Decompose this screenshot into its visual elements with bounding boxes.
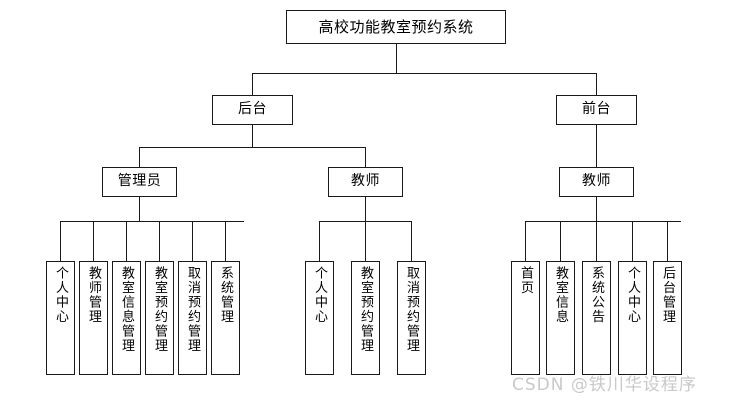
leaf-admin-4[interactable]: 取消预约管理 (178, 261, 207, 375)
leaf-admin-3-label: 教室预约管理 (152, 266, 167, 353)
leaf-teacher-frontend-2[interactable]: 系统公告 (582, 261, 611, 375)
connector-admin-drop-0 (60, 221, 61, 261)
connector-teacher-frontend-drop-2 (596, 221, 597, 261)
leaf-teacher-frontend-3[interactable]: 个人中心 (618, 261, 647, 375)
connector-backend-stem (252, 125, 253, 147)
leaf-teacher-backend-1[interactable]: 教室预约管理 (351, 261, 380, 375)
connector-level3-bus-backend (139, 147, 366, 148)
connector-admin-drop-4 (192, 221, 193, 261)
leaf-teacher-backend-0-label: 个人中心 (312, 266, 327, 324)
leaf-teacher-frontend-3-label: 个人中心 (625, 266, 640, 324)
node-teacher-backend[interactable]: 教师 (328, 167, 403, 197)
node-teacher-backend-label: 教师 (351, 173, 380, 190)
connector-teacher-backend-drop-0 (319, 221, 320, 261)
leaf-admin-1[interactable]: 教师管理 (79, 261, 108, 375)
connector-teacher-backend-drop-2 (411, 221, 412, 261)
leaf-teacher-backend-1-label: 教室预约管理 (358, 266, 373, 353)
node-root-label: 高校功能教室预约系统 (318, 17, 474, 36)
watermark: CSDN @铁川华设程序 (512, 375, 697, 395)
node-teacher-frontend-label: 教师 (582, 173, 611, 190)
leaf-admin-2-label: 教室信息管理 (119, 266, 134, 353)
leaf-teacher-backend-0[interactable]: 个人中心 (305, 261, 334, 375)
connector-teacher-frontend-drop-4 (667, 221, 668, 261)
connector-admin-drop-5 (225, 221, 226, 261)
node-backend[interactable]: 后台 (212, 95, 293, 125)
leaf-admin-5[interactable]: 系统管理 (211, 261, 240, 375)
connector-teacher-backend-stem (365, 197, 366, 221)
leaf-teacher-frontend-0[interactable]: 首页 (511, 261, 540, 375)
node-teacher-frontend[interactable]: 教师 (559, 167, 634, 197)
connector-drop-frontend (596, 73, 597, 95)
leaf-teacher-frontend-4[interactable]: 后台管理 (653, 261, 682, 375)
leaf-admin-3[interactable]: 教室预约管理 (145, 261, 174, 375)
leaf-teacher-frontend-1[interactable]: 教室信息 (546, 261, 575, 375)
connector-frontend-stem (596, 125, 597, 167)
leaf-admin-0[interactable]: 个人中心 (46, 261, 75, 375)
connector-admin-drop-2 (126, 221, 127, 261)
leaf-admin-1-label: 教师管理 (86, 266, 101, 324)
connector-admin-drop-3 (159, 221, 160, 261)
leaf-admin-2[interactable]: 教室信息管理 (112, 261, 141, 375)
leaf-admin-0-label: 个人中心 (53, 266, 68, 324)
connector-drop-admin (139, 147, 140, 167)
connector-root-stem (396, 44, 397, 73)
connector-teacher-backend-drop-1 (365, 221, 366, 261)
leaf-admin-4-label: 取消预约管理 (185, 266, 200, 353)
connector-teacher-frontend-drop-0 (525, 221, 526, 261)
node-frontend[interactable]: 前台 (556, 95, 637, 125)
node-admin[interactable]: 管理员 (102, 167, 177, 197)
leaf-teacher-frontend-0-label: 首页 (518, 266, 533, 295)
connector-level2-bus (252, 73, 597, 74)
node-frontend-label: 前台 (582, 101, 611, 118)
leaf-admin-5-label: 系统管理 (218, 266, 233, 324)
connector-admin-drop-1 (93, 221, 94, 261)
leaf-teacher-frontend-4-label: 后台管理 (660, 266, 675, 324)
leaf-teacher-backend-2-label: 取消预约管理 (404, 266, 419, 353)
connector-teacher-frontend-drop-3 (632, 221, 633, 261)
connector-drop-teacher-backend (365, 147, 366, 167)
node-backend-label: 后台 (238, 101, 267, 118)
node-root[interactable]: 高校功能教室预约系统 (286, 10, 506, 44)
connector-teacher-frontend-drop-1 (560, 221, 561, 261)
leaf-teacher-backend-2[interactable]: 取消预约管理 (397, 261, 426, 375)
leaf-teacher-frontend-1-label: 教室信息 (553, 266, 568, 324)
node-admin-label: 管理员 (117, 173, 162, 190)
connector-drop-backend (252, 73, 253, 95)
connector-admin-stem (139, 197, 140, 221)
leaf-teacher-frontend-2-label: 系统公告 (589, 266, 604, 324)
connector-teacher-frontend-bus (525, 221, 681, 222)
connector-teacher-frontend-stem (596, 197, 597, 221)
connector-admin-bus (60, 221, 244, 222)
